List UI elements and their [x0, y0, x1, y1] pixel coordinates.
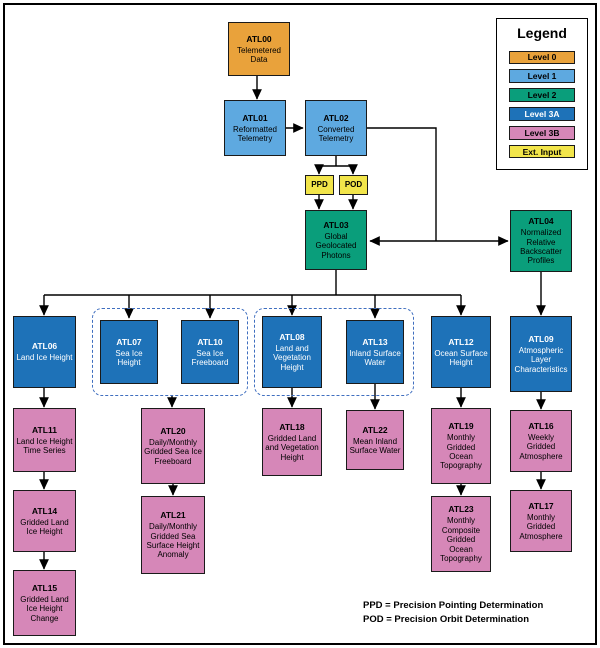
node-atl00: ATL00 Telemetered Data: [228, 22, 290, 76]
node-label: Reformatted Telemetry: [232, 124, 278, 143]
node-label: Monthly Gridded Ocean Topography: [440, 433, 482, 471]
node-atl15: ATL15 Gridded Land Ice Height Change: [13, 570, 76, 636]
node-id: ATL19: [448, 421, 474, 432]
node-id: ATL20: [160, 425, 186, 436]
node-atl19: ATL19 Monthly Gridded Ocean Topography: [431, 408, 491, 484]
node-label: Land Ice Height: [16, 353, 73, 363]
node-atl03: ATL03 Global Geolocated Photons: [305, 210, 367, 270]
node-atl07: ATL07 Sea Ice Height: [100, 320, 158, 384]
legend-item-level3a: Level 3A: [509, 106, 575, 121]
node-atl01: ATL01 Reformatted Telemetry: [224, 100, 286, 156]
node-ppd: PPD: [305, 175, 334, 195]
node-id: ATL15: [31, 582, 58, 593]
legend-item-level2: Level 2: [509, 88, 575, 102]
node-id: ATL01: [242, 112, 268, 123]
node-label: Gridded Land Ice Height Change: [20, 594, 69, 623]
node-atl20: ATL20 Daily/Monthly Gridded Sea Ice Free…: [141, 408, 205, 484]
node-atl02: ATL02 Converted Telemetry: [305, 100, 367, 156]
node-atl14: ATL14 Gridded Land Ice Height: [13, 490, 76, 552]
node-id: ATL03: [323, 219, 349, 230]
node-label: Land Ice Height Time Series: [16, 436, 73, 455]
node-label: Weekly Gridded Atmosphere: [519, 432, 563, 461]
node-atl10: ATL10 Sea Ice Freeboard: [181, 320, 239, 384]
legend-title: Legend: [517, 25, 567, 41]
node-pod: POD: [339, 175, 368, 195]
node-id: POD: [344, 180, 363, 190]
node-atl16: ATL16 Weekly Gridded Atmosphere: [510, 410, 572, 472]
node-label: Normalized Relative Backscatter Profiles: [520, 228, 562, 266]
node-id: ATL11: [32, 424, 57, 435]
node-atl08: ATL08 Land and Vegetation Height: [262, 316, 322, 388]
node-atl17: ATL17 Monthly Gridded Atmosphere: [510, 490, 572, 552]
node-label: Land and Vegetation Height: [273, 343, 311, 372]
node-atl18: ATL18 Gridded Land and Vegetation Height: [262, 408, 322, 476]
node-id: ATL08: [279, 331, 305, 342]
sea-ice-group-outline: [92, 308, 248, 396]
node-label: Sea Ice Height: [115, 348, 143, 367]
footnote-ppd: PPD = Precision Pointing Determination: [363, 600, 544, 611]
node-label: Inland Surface Water: [349, 348, 401, 367]
node-id: ATL22: [362, 424, 388, 435]
node-atl13: ATL13 Inland Surface Water: [346, 320, 404, 384]
node-label: Global Geolocated Photons: [315, 231, 357, 260]
node-atl22: ATL22 Mean Inland Surface Water: [346, 410, 404, 470]
node-id: PPD: [311, 180, 328, 190]
node-id: ATL02: [323, 112, 349, 123]
node-label: Daily/Monthly Gridded Sea Surface Height…: [146, 522, 200, 560]
land-water-group-outline: [254, 308, 414, 396]
node-atl23: ATL23 Monthly Composite Gridded Ocean To…: [431, 496, 491, 572]
node-label: Ocean Surface Height: [434, 348, 488, 367]
node-id: ATL06: [31, 341, 58, 352]
node-id: ATL07: [116, 336, 142, 347]
legend-item-ext-input: Ext. Input: [509, 144, 575, 159]
node-id: ATL21: [160, 510, 186, 521]
node-atl11: ATL11 Land Ice Height Time Series: [13, 408, 76, 472]
node-label: Gridded Land Ice Height: [20, 517, 69, 536]
node-label: Gridded Land and Vegetation Height: [265, 433, 319, 462]
node-label: Mean Inland Surface Water: [349, 436, 401, 455]
node-id: ATL23: [448, 504, 474, 515]
node-atl12: ATL12 Ocean Surface Height: [431, 316, 491, 388]
node-id: ATL18: [279, 421, 305, 432]
node-id: ATL16: [528, 420, 554, 431]
node-label: Converted Telemetry: [317, 124, 355, 143]
node-label: Monthly Gridded Atmosphere: [519, 512, 563, 541]
footnote-pod: POD = Precision Orbit Determination: [363, 613, 530, 625]
node-label: Telemetered Data: [236, 45, 282, 64]
node-id: ATL14: [31, 505, 58, 516]
node-id: ATL13: [362, 336, 388, 347]
node-id: ATL09: [528, 333, 554, 344]
node-label: Atmospheric Layer Characteristics: [514, 345, 568, 374]
node-atl06: ATL06 Land Ice Height: [13, 316, 76, 388]
legend-item-level1: Level 1: [509, 69, 575, 84]
node-id: ATL00: [246, 33, 272, 44]
node-label: Sea Ice Freeboard: [191, 348, 229, 367]
node-id: ATL10: [197, 336, 223, 347]
node-atl21: ATL21 Daily/Monthly Gridded Sea Surface …: [141, 496, 205, 574]
node-label: Monthly Composite Gridded Ocean Topograp…: [440, 516, 482, 564]
footnotes: PPD = Precision Pointing Determination P…: [363, 599, 543, 627]
legend-item-level0: Level 0: [509, 50, 575, 65]
node-id: ATL12: [448, 336, 474, 347]
node-label: Daily/Monthly Gridded Sea Ice Freeboard: [144, 437, 202, 466]
node-atl09: ATL09 Atmospheric Layer Characteristics: [510, 316, 572, 392]
node-id: ATL17: [528, 500, 554, 511]
legend: Legend Level 0 Level 1 Level 2 Level 3A …: [496, 18, 588, 170]
legend-item-level3b: Level 3B: [509, 125, 575, 140]
node-atl04: ATL04 Normalized Relative Backscatter Pr…: [510, 210, 572, 272]
node-id: ATL04: [528, 216, 554, 227]
